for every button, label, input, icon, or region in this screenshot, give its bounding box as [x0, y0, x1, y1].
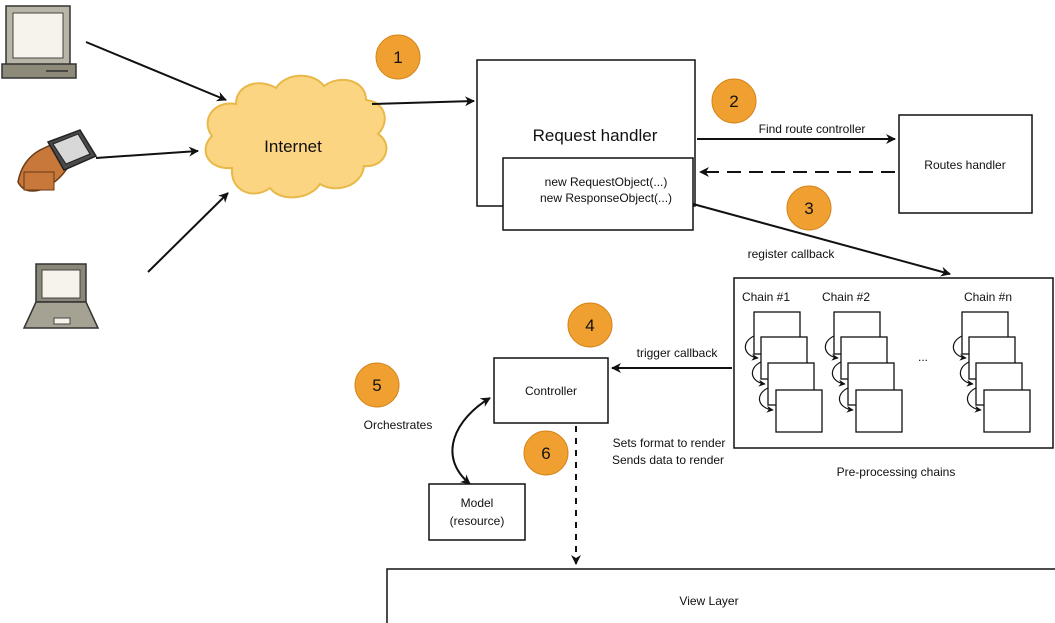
sets-format-label: Sets format to render: [613, 436, 726, 450]
controller-box: [493, 357, 609, 424]
find-route-label: Find route controller: [759, 122, 866, 136]
svg-text:1: 1: [393, 48, 402, 67]
routes-handler-box: [898, 114, 1033, 214]
model-box: [428, 483, 526, 541]
step-badge-2: 2: [711, 78, 757, 124]
view-layer-box: [386, 568, 1055, 623]
step-badge-3: 3: [786, 185, 832, 231]
step-badge-5: 5: [354, 362, 400, 408]
view-layer-label: View Layer: [679, 594, 738, 608]
request-handler-title: Request handler: [533, 126, 658, 145]
chain-n-label: Chain #n: [964, 290, 1012, 304]
svg-text:6: 6: [541, 444, 550, 463]
request-object-label: new RequestObject(...): [545, 175, 668, 189]
chain-1-label: Chain #1: [742, 290, 790, 304]
controller-label: Controller: [525, 384, 577, 398]
svg-text:5: 5: [372, 376, 381, 395]
preprocessing-chains-caption: Pre-processing chains: [837, 465, 956, 479]
step-badge-6: 6: [523, 430, 569, 476]
internet-to-request-handler-arrow: [371, 96, 475, 107]
chain-n-stack: [952, 311, 1031, 433]
step-badge-4: 4: [567, 302, 613, 348]
routes-handler-label: Routes handler: [924, 158, 1005, 172]
svg-text:3: 3: [804, 199, 813, 218]
internet-cloud-shape: [204, 74, 388, 199]
desktop-to-internet-arrow: [85, 41, 227, 102]
svg-text:4: 4: [585, 316, 594, 335]
object-creation-box: [502, 157, 694, 231]
orchestrates-label: Orchestrates: [364, 418, 433, 432]
laptop-to-internet-arrow: [147, 192, 229, 273]
response-object-label: new ResponseObject(...): [540, 191, 672, 205]
handheld-to-internet-arrow: [95, 146, 199, 159]
step-badge-1: 1: [375, 34, 421, 80]
register-callback-arrow: [692, 203, 951, 277]
sends-data-label: Sends data to render: [612, 453, 724, 467]
chain-2-stack: [824, 311, 903, 433]
register-callback-label: register callback: [748, 247, 836, 261]
internet-label: Internet: [264, 137, 322, 156]
orchestrates-arrow: [451, 397, 491, 485]
chain-2-label: Chain #2: [822, 290, 870, 304]
laptop-icon: [22, 263, 100, 329]
svg-text:2: 2: [729, 92, 738, 111]
chain-1-stack: [744, 311, 823, 433]
desktop-computer-icon: [1, 5, 77, 79]
chain-ellipsis: ...: [918, 350, 928, 364]
trigger-callback-label: trigger callback: [637, 346, 719, 360]
handheld-device-icon: [17, 129, 98, 192]
model-label: Model: [461, 496, 494, 510]
model-resource-label: (resource): [450, 514, 505, 528]
